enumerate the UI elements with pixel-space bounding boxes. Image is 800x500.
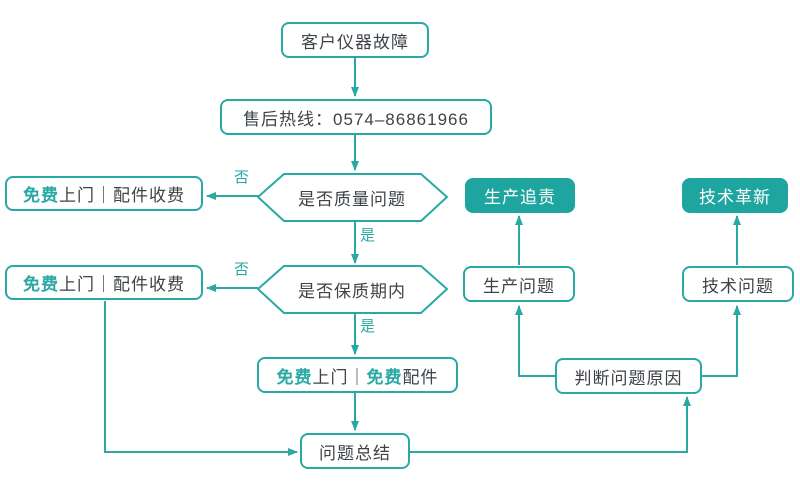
- decision-quality-label: 是否质量问题: [298, 189, 406, 209]
- edge-summary-to-judge-cause: [410, 396, 691, 453]
- warranty-yes-label: 是: [360, 318, 376, 335]
- free-visit-paid-parts-node-1: 免费上门｜配件收费: [5, 176, 203, 211]
- free-visit-paid-parts-node-2: 免费上门｜配件收费: [5, 265, 203, 300]
- decision-warranty-shape: [257, 265, 448, 314]
- quality-no-label: 否: [234, 169, 250, 186]
- hotline-node: 售后热线：0574–86861966: [220, 99, 492, 135]
- warranty-no-label: 否: [234, 261, 250, 278]
- edge-paid-parts-2-to-summary: [104, 301, 298, 456]
- summary-node: 问题总结: [300, 433, 410, 469]
- tech-innovation-node: 技术革新: [682, 178, 788, 213]
- decision-warranty-label: 是否保质期内: [298, 281, 406, 301]
- production-trace-node: 生产追责: [465, 178, 575, 213]
- customer-failure-node: 客户仪器故障: [281, 22, 429, 58]
- edge-judge-cause-to-tech-problem: [702, 305, 741, 377]
- decision-quality-shape: [257, 173, 448, 222]
- production-problem-node: 生产问题: [463, 266, 575, 302]
- edge-judge-cause-to-production-problem: [515, 305, 555, 377]
- judge-cause-node: 判断问题原因: [555, 358, 702, 394]
- free-visit-free-parts-node: 免费上门｜免费配件: [257, 357, 458, 393]
- quality-yes-label: 是: [360, 227, 376, 244]
- tech-problem-node: 技术问题: [682, 266, 794, 302]
